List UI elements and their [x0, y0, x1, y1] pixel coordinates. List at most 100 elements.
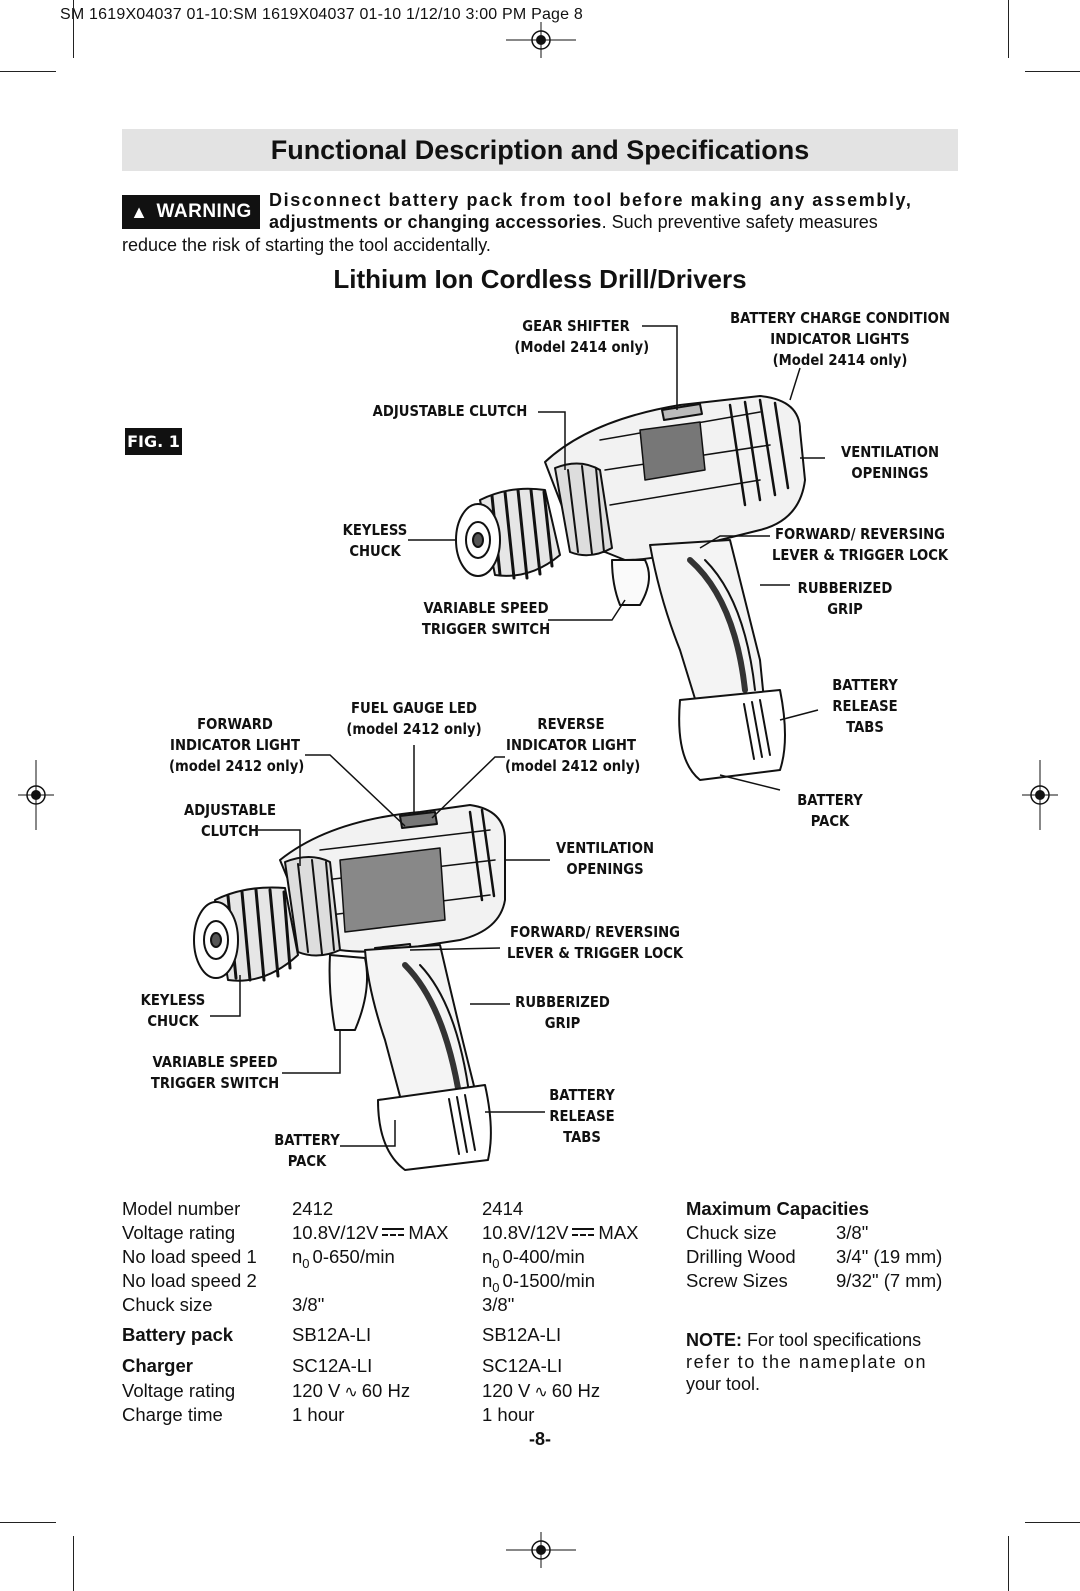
callout-line: TABS — [563, 1128, 601, 1146]
warning-triangle-icon: ▲ — [130, 201, 149, 222]
warning-emphasis: adjustments or changing accessories — [269, 212, 602, 232]
crop-mark-top-left-h — [0, 71, 56, 72]
callout-variable-speed-bottom: VARIABLE SPEED TRIGGER SWITCH — [149, 1052, 281, 1094]
callout-line: TRIGGER SWITCH — [421, 620, 551, 638]
callout-gear-shifter: GEAR SHIFTER (Model 2414 only) — [514, 316, 650, 358]
callout-line: OPENINGS — [566, 860, 644, 878]
callout-forward-indicator: FORWARD INDICATOR LIGHT (model 2412 only… — [169, 714, 304, 777]
section-title: Functional Description and Specification… — [270, 134, 810, 165]
spec-max: MAX — [408, 1222, 449, 1243]
warning-text-line-1: Disconnect battery pack from tool before… — [269, 190, 913, 210]
callout-line: CHUCK — [349, 542, 401, 560]
callout-ventilation-bottom: VENTILATION OPENINGS — [552, 838, 658, 880]
spec-label-charger-voltage: Voltage rating — [122, 1380, 236, 1401]
callout-line: CHUCK — [147, 1012, 199, 1030]
spec-2412-charger: SC12A-LI — [292, 1355, 373, 1376]
capacity-label: Drilling Wood — [686, 1246, 796, 1267]
capacity-value: 9/32" (7 mm) — [836, 1270, 943, 1291]
callout-line: VARIABLE SPEED — [152, 1053, 278, 1071]
callout-line: VARIABLE SPEED — [423, 599, 549, 617]
callout-ventilation-top: VENTILATION OPENINGS — [824, 442, 956, 484]
spec-2414-charger: SC12A-LI — [482, 1355, 563, 1376]
section-title-bar: Functional Description and Specification… — [122, 129, 958, 171]
spec-label: Model number — [122, 1198, 241, 1219]
callout-line: FORWARD — [197, 715, 273, 733]
callout-line: (Model 2414 only) — [772, 351, 908, 369]
spec-label: No load speed 1 — [122, 1246, 257, 1267]
print-slug: SM 1619X04037 01-10:SM 1619X04037 01-10 … — [60, 6, 584, 23]
warning-text-rest: . Such preventive safety measures — [601, 212, 878, 232]
callout-rubberized-grip-bottom: RUBBERIZED GRIP — [512, 992, 613, 1034]
spec-value: 0-650/min — [312, 1246, 395, 1267]
spec-2412-battery: SB12A-LI — [292, 1324, 372, 1345]
note-line-1: NOTE: For tool specifications — [686, 1329, 951, 1351]
callout-line: RUBBERIZED — [797, 579, 893, 597]
callout-adjustable-clutch-top: ADJUSTABLE CLUTCH — [371, 401, 529, 422]
spec-value: 0-1500/min — [502, 1270, 596, 1291]
callout-line: INDICATOR LIGHT — [506, 736, 636, 754]
callout-rubberized-grip-top: RUBBERIZED GRIP — [788, 578, 902, 620]
spec-value: 120 V — [482, 1380, 531, 1401]
note-line-2: refer to the nameplate on — [686, 1352, 928, 1372]
callout-line: BATTERY — [549, 1086, 615, 1104]
callout-adjustable-clutch-bottom: ADJUSTABLE CLUTCH — [177, 800, 283, 842]
callout-line: FORWARD/ REVERSING — [509, 923, 681, 941]
spec-label-charger: Charger — [122, 1355, 193, 1376]
callout-line: GEAR SHIFTER — [522, 317, 630, 335]
crop-mark-bottom-left-v — [73, 1536, 74, 1591]
callout-line: RUBBERIZED — [515, 993, 610, 1011]
callout-battery-pack-bottom: BATTERY PACK — [267, 1130, 346, 1172]
spec-2412-model: 2412 — [292, 1198, 334, 1219]
crop-mark-bottom-right-v — [1008, 1536, 1009, 1591]
spec-n-sub: 0 — [492, 1280, 500, 1295]
spec-2412-chuck: 3/8" — [292, 1294, 325, 1315]
spec-label: No load speed 2 — [122, 1270, 257, 1291]
spec-2414-charge-time: 1 hour — [482, 1404, 535, 1425]
page-number: -8- — [529, 1429, 551, 1449]
spec-2414-charger-voltage: 120 V∿60 Hz — [482, 1379, 600, 1405]
drill-2414-illustration — [455, 395, 806, 781]
crop-mark-top-right-v — [1008, 0, 1009, 58]
spec-label: Chuck size — [122, 1294, 213, 1315]
spec-value: 10.8V/12V — [292, 1222, 379, 1243]
spec-label-battery-pack: Battery pack — [122, 1324, 234, 1345]
registration-mark-bottom-icon — [506, 1532, 576, 1568]
ac-symbol-icon: ∿ — [534, 1384, 548, 1401]
note-line-3: your tool. — [686, 1374, 761, 1394]
spec-2412-voltage: 10.8V/12V MAX — [292, 1221, 449, 1245]
spec-n: n — [292, 1246, 303, 1267]
callout-line: KEYLESS — [342, 521, 408, 539]
callout-line: VENTILATION — [556, 839, 654, 857]
spec-value: 60 Hz — [551, 1380, 601, 1401]
warning-badge: ▲ WARNING — [122, 195, 260, 229]
callout-line: CLUTCH — [200, 822, 260, 840]
spec-value: 60 Hz — [361, 1380, 411, 1401]
note-block: NOTE: For tool specifications refer to t… — [686, 1329, 951, 1395]
callout-line: (model 2412 only) — [346, 720, 482, 738]
spec-2414-battery: SB12A-LI — [482, 1324, 562, 1345]
spec-n-sub: 0 — [302, 1256, 310, 1271]
dc-symbol-icon — [572, 1228, 595, 1238]
callout-line: (model 2412 only) — [505, 757, 641, 775]
capacity-value: 3/4" (19 mm) — [836, 1246, 943, 1267]
spec-value: 0-400/min — [502, 1246, 585, 1267]
callout-line: ADJUSTABLE — [183, 801, 276, 819]
callout-line: (Model 2414 only) — [514, 338, 650, 356]
callout-battery-charge-indicator: BATTERY CHARGE CONDITION INDICATOR LIGHT… — [717, 308, 963, 371]
callout-variable-speed-top: VARIABLE SPEED TRIGGER SWITCH — [416, 598, 557, 640]
spec-max: MAX — [598, 1222, 639, 1243]
spec-2412-charger-voltage: 120 V∿60 Hz — [292, 1379, 410, 1405]
crop-mark-top-right-h — [1025, 71, 1080, 72]
callout-line: BATTERY — [832, 676, 898, 694]
callout-line: INDICATOR LIGHT — [170, 736, 300, 754]
callout-line: TRIGGER SWITCH — [150, 1074, 280, 1092]
callout-battery-release-bottom: BATTERY RELEASE TABS — [538, 1085, 626, 1148]
spec-label-charge-time: Charge time — [122, 1404, 223, 1425]
warning-text-line-3: reduce the risk of starting the tool acc… — [122, 235, 491, 255]
callout-line: GRIP — [827, 600, 863, 618]
ac-symbol-icon: ∿ — [344, 1384, 358, 1401]
